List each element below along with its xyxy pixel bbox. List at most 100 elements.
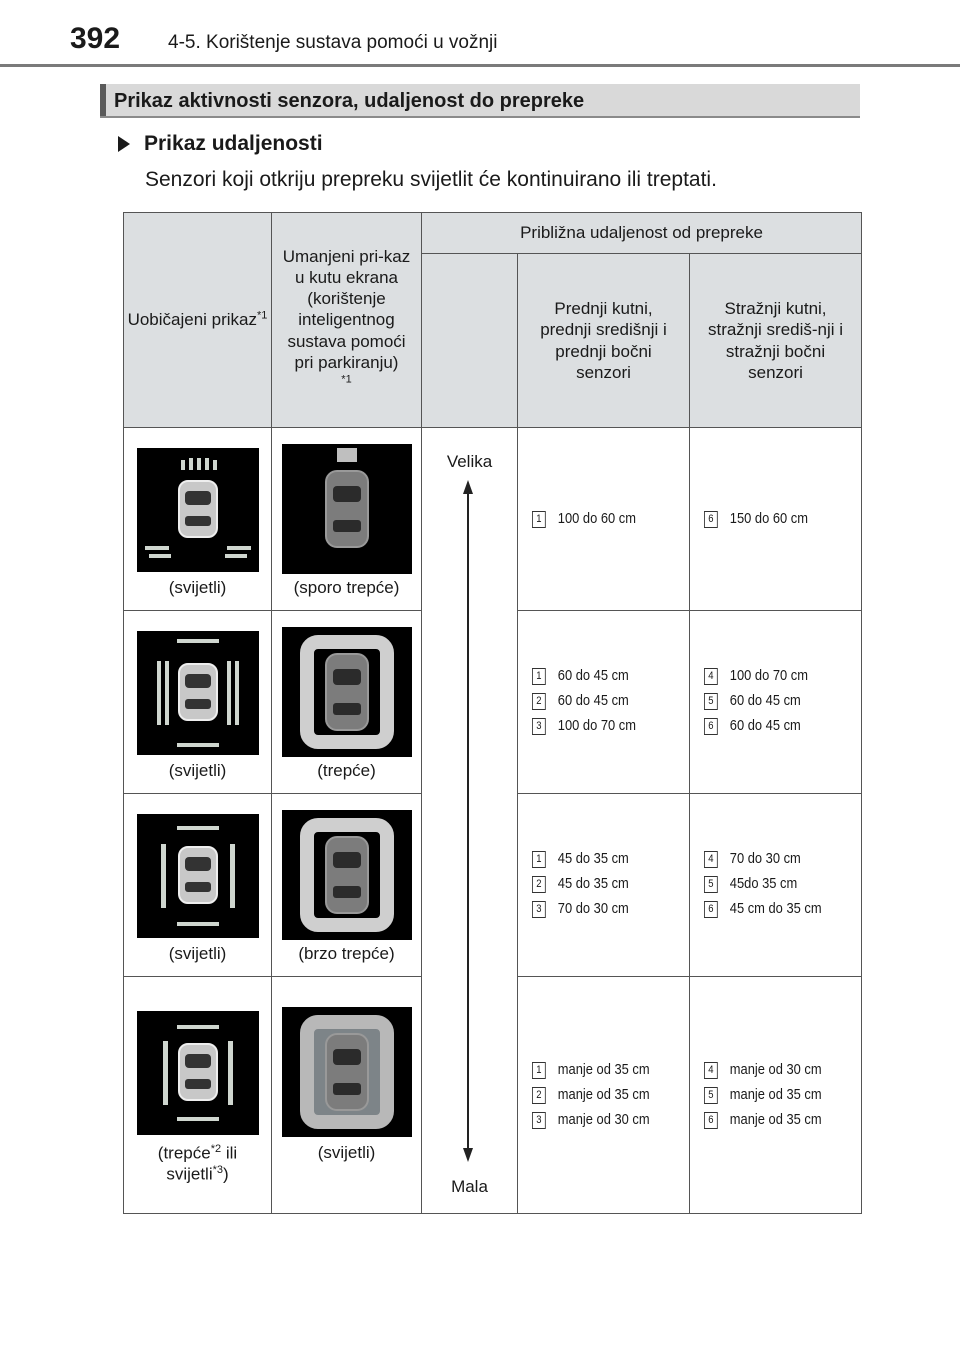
sensor-display-image (137, 631, 259, 755)
sensor-number: 1 (532, 511, 546, 528)
header-reduced-display: Umanjeni pri-kaz u kutu ekrana (korišten… (271, 212, 422, 428)
row2-caption-normal: (svijetli) (168, 761, 227, 780)
sensor-number: 5 (704, 876, 718, 893)
arrow-label-small: Mala (451, 1177, 488, 1196)
row1-reduced-cell: (sporo trepće) (271, 427, 422, 611)
arrow-label-large: Velika (446, 452, 493, 471)
distance-entry: 3 manje od 30 cm (532, 1111, 650, 1129)
distance-value: 100 do 70 cm (557, 717, 636, 734)
header-rear-sensors: Stražnji kutni, stražnji središ-nji i st… (688, 253, 863, 428)
distance-entry: 1 manje od 35 cm (532, 1061, 650, 1079)
section-title-bar: Prikaz aktivnosti senzora, udaljenost do… (100, 84, 860, 118)
sensor-number: 4 (704, 851, 718, 868)
distance-value: 45do 35 cm (729, 875, 798, 892)
distance-value: 150 do 60 cm (729, 510, 808, 527)
sensor-display-image (282, 1007, 412, 1137)
section-accent (100, 84, 106, 116)
distance-entry: 5 45do 35 cm (704, 875, 797, 893)
distance-entry: 2 60 do 45 cm (532, 692, 629, 710)
sensor-number: 6 (704, 718, 718, 735)
header-rule (0, 64, 960, 67)
car-icon (325, 470, 369, 548)
distance-table: Uobičajeni prikaz *1 Umanjeni pri-kaz u k… (123, 212, 863, 1214)
row2-caption-reduced: (trepće) (317, 761, 376, 780)
sensor-number: 2 (532, 1087, 546, 1104)
car-icon (178, 846, 218, 904)
distance-value: manje od 35 cm (729, 1111, 822, 1128)
header-reduced-footnote: *1 (341, 373, 352, 386)
chapter-title: 4-5. Korištenje sustava pomoći u vožnji (168, 32, 498, 53)
caption-part: (trepće (157, 1143, 211, 1163)
intro-text: Senzori koji otkriju prepreku svijetlit … (145, 168, 717, 191)
sensor-number: 6 (704, 511, 718, 528)
row1-normal-cell: (svijetli) (123, 427, 272, 611)
sensor-number: 3 (532, 1112, 546, 1129)
distance-value: 45 cm do 35 cm (729, 900, 822, 917)
distance-value: 45 do 35 cm (557, 850, 629, 867)
distance-value: 60 do 45 cm (557, 667, 629, 684)
header-normal-text: Uobičajeni prikaz (127, 310, 258, 330)
row4-normal-cell: (trepće*2 ili svijetli*3) (123, 976, 272, 1214)
sensor-number: 6 (704, 1112, 718, 1129)
row3-reduced-cell: (brzo trepće) (271, 793, 422, 977)
distance-value: 60 do 45 cm (729, 717, 801, 734)
sensor-number: 1 (532, 668, 546, 685)
car-icon (178, 663, 218, 721)
row4-front-distances: 1 manje od 35 cm 2 manje od 35 cm 3 manje o… (517, 976, 690, 1214)
sensor-frame (300, 818, 394, 932)
header-front-text: Prednji kutni, prednji središnji i predn… (540, 299, 667, 382)
distance-entry: 4 70 do 30 cm (704, 850, 801, 868)
distance-entry: 1 45 do 35 cm (532, 850, 629, 868)
row3-rear-distances: 4 70 do 30 cm 5 45do 35 cm 6 45 cm do 35 cm (688, 793, 863, 977)
sensor-display-image (282, 627, 412, 757)
distance-entry: 1 60 do 45 cm (532, 667, 629, 685)
distance-value: manje od 30 cm (729, 1061, 822, 1078)
caption-part: ) (223, 1164, 229, 1184)
row2-reduced-cell: (trepće) (271, 610, 422, 794)
distance-value: 60 do 45 cm (557, 692, 629, 709)
section-title: Prikaz aktivnosti senzora, udaljenost do… (114, 90, 585, 112)
row4-reduced-cell: (svijetli) (271, 976, 422, 1214)
car-icon (178, 1043, 218, 1101)
distance-value: manje od 30 cm (557, 1111, 650, 1128)
header-reduced-text: Umanjeni pri-kaz u kutu ekrana (korišten… (282, 246, 411, 372)
sensor-number: 4 (704, 668, 718, 685)
distance-value: 100 do 60 cm (557, 510, 636, 527)
triangle-bullet-icon (118, 136, 130, 152)
row1-caption-reduced: (sporo trepće) (293, 578, 400, 597)
sensor-display-image (282, 810, 412, 940)
car-icon (325, 653, 369, 731)
sensor-number: 3 (532, 901, 546, 918)
car-icon (325, 1033, 369, 1111)
footnote-mark: *3 (212, 1164, 224, 1177)
sensor-frame (300, 635, 394, 749)
row1-front-distances: 1 100 do 60 cm (517, 427, 690, 611)
row3-normal-cell: (svijetli) (123, 793, 272, 977)
distance-value: manje od 35 cm (557, 1061, 650, 1078)
sensor-number: 6 (704, 901, 718, 918)
sensor-number: 2 (532, 693, 546, 710)
header-front-sensors: Prednji kutni, prednji središnji i predn… (517, 253, 690, 428)
sensor-number: 1 (532, 1062, 546, 1079)
distance-value: manje od 35 cm (557, 1086, 650, 1103)
sensor-number: 1 (532, 851, 546, 868)
sensor-display-image (282, 444, 412, 574)
distance-value: manje od 35 cm (729, 1086, 822, 1103)
sensor-display-image (137, 448, 259, 572)
distance-value: 70 do 30 cm (729, 850, 801, 867)
header-rear-text: Stražnji kutni, stražnji središ-nji i st… (707, 299, 844, 382)
distance-arrow-cell: Velika Mala (421, 427, 518, 1214)
distance-value: 60 do 45 cm (729, 692, 801, 709)
distance-entry: 1 100 do 60 cm (532, 510, 636, 528)
sensor-display-image (137, 1011, 259, 1135)
subheading-text: Prikaz udaljenosti (144, 132, 323, 155)
